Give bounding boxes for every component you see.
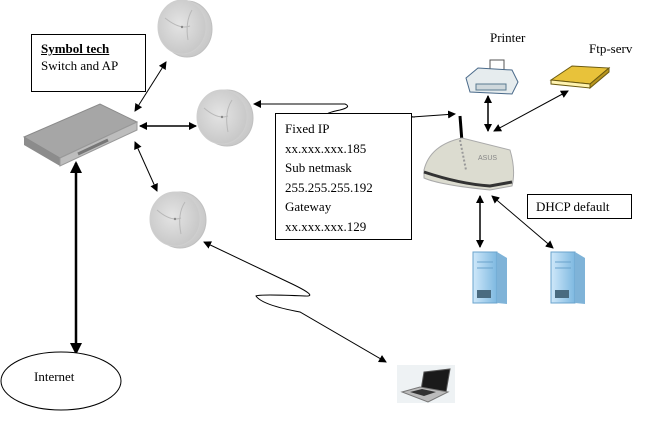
- access-point-icon: [149, 191, 207, 249]
- laptop-icon: [397, 365, 455, 403]
- netmask-label: Sub netmask: [285, 160, 352, 175]
- connection-switch-ap1: [134, 61, 167, 112]
- switch-subtitle: Switch and AP: [41, 58, 119, 73]
- connection-ap3-laptop-wireless: [203, 241, 387, 363]
- connection-switch-ap3: [134, 141, 158, 192]
- ip-value: xx.xxx.xxx.185: [285, 140, 367, 156]
- switch-title: Symbol tech: [41, 41, 110, 56]
- ftp-server-icon: [549, 65, 611, 90]
- desktop-pc-1[interactable]: [472, 251, 507, 304]
- dhcp-label: DHCP default: [536, 199, 610, 214]
- access-point-1[interactable]: [157, 0, 213, 58]
- internet-label: Internet: [34, 369, 75, 384]
- wireless-router[interactable]: ASUS: [423, 115, 515, 191]
- network-switch[interactable]: [22, 103, 139, 167]
- internet-node[interactable]: [0, 351, 122, 411]
- desktop-tower-icon: [472, 251, 507, 304]
- ip-config-box: Fixed IP xx.xxx.xxx.185 Sub netmask 255.…: [275, 113, 412, 240]
- laptop[interactable]: [397, 365, 455, 403]
- ftp-server[interactable]: [549, 65, 611, 90]
- svg-text:ASUS: ASUS: [478, 155, 497, 162]
- connection-router-ftp: [493, 90, 569, 132]
- access-point-icon: [157, 0, 213, 58]
- printer-label: Printer: [490, 30, 526, 45]
- netmask-value: 255.255.255.192: [285, 179, 373, 195]
- connection-router-pc2: [491, 195, 554, 249]
- dhcp-box: DHCP default: [527, 194, 632, 219]
- access-point-3[interactable]: [149, 191, 207, 249]
- gateway-label: Gateway: [285, 199, 332, 214]
- access-point-2[interactable]: [196, 89, 254, 147]
- access-point-icon: [196, 89, 254, 147]
- printer[interactable]: [465, 59, 519, 95]
- wireless-router-icon: ASUS: [423, 115, 515, 191]
- internet-cloud-icon: [0, 351, 122, 411]
- gateway-value: xx.xxx.xxx.129: [285, 218, 367, 234]
- desktop-pc-2[interactable]: [550, 251, 585, 304]
- ftp-label: Ftp-serv: [589, 41, 633, 56]
- ip-label: Fixed IP: [285, 121, 330, 136]
- desktop-tower-icon: [550, 251, 585, 304]
- network-switch-icon: [22, 103, 139, 167]
- printer-icon: [465, 59, 519, 95]
- switch-label-box: Symbol tech Switch and AP: [31, 34, 146, 92]
